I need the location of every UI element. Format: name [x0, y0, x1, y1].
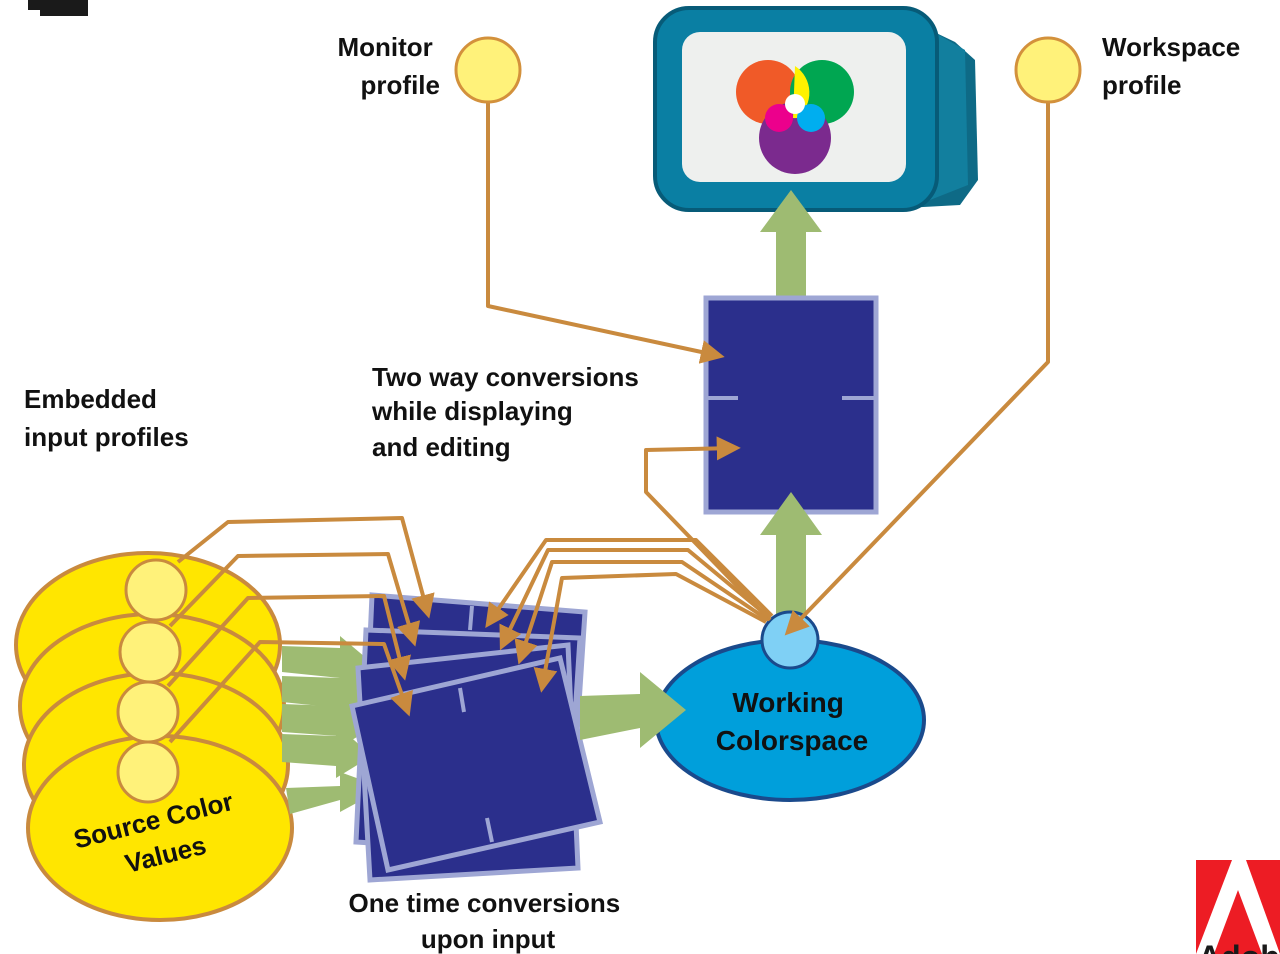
adobe-logo-text: Adobe: [1198, 939, 1280, 954]
embedded-line-2: input profiles: [24, 422, 189, 452]
two-way-line-1: Two way conversions: [372, 362, 639, 392]
arrow-one-time-to-working: [580, 672, 686, 748]
adobe-logo-icon: Adobe: [1196, 860, 1280, 954]
embedded-input-profile-circles: [116, 558, 188, 804]
two-way-transform-box: [703, 295, 879, 515]
workspace-profile-circle: [1014, 36, 1082, 104]
profile-connector-lines: [166, 100, 1050, 744]
two-way-line-2: while displaying: [371, 396, 573, 426]
monitor-profile-circle: [454, 36, 522, 104]
one-time-transform-stack: [349, 592, 604, 883]
two-way-line-3: and editing: [372, 432, 511, 462]
workspace-profile-line-1: Workspace: [1102, 32, 1240, 62]
arrow-to-monitor: [760, 190, 822, 298]
monitor-profile-line-1: Monitor: [337, 32, 432, 62]
embedded-line-1: Embedded: [24, 384, 157, 414]
working-colorspace-label: Working Colorspace: [716, 687, 869, 756]
monitor-profile-label: Monitor profile: [337, 32, 440, 100]
one-time-conversions-label: One time conversions upon input: [349, 888, 628, 954]
workspace-profile-label: Workspace profile: [1102, 32, 1248, 100]
arrow-to-two-way: [760, 492, 822, 620]
monitor-profile-line-2: profile: [361, 70, 440, 100]
two-way-conversions-label: Two way conversions while displaying and…: [371, 362, 646, 462]
rgb-color-circles-icon: [736, 60, 854, 174]
working-line-1: Working: [732, 687, 843, 718]
cropped-title-glyph: [28, 0, 88, 16]
working-line-2: Colorspace: [716, 725, 869, 756]
workspace-profile-line-2: profile: [1102, 70, 1181, 100]
embedded-input-profiles-label: Embedded input profiles: [24, 384, 189, 452]
one-time-line-1: One time conversions: [349, 888, 621, 918]
one-time-line-2: upon input: [421, 924, 556, 954]
